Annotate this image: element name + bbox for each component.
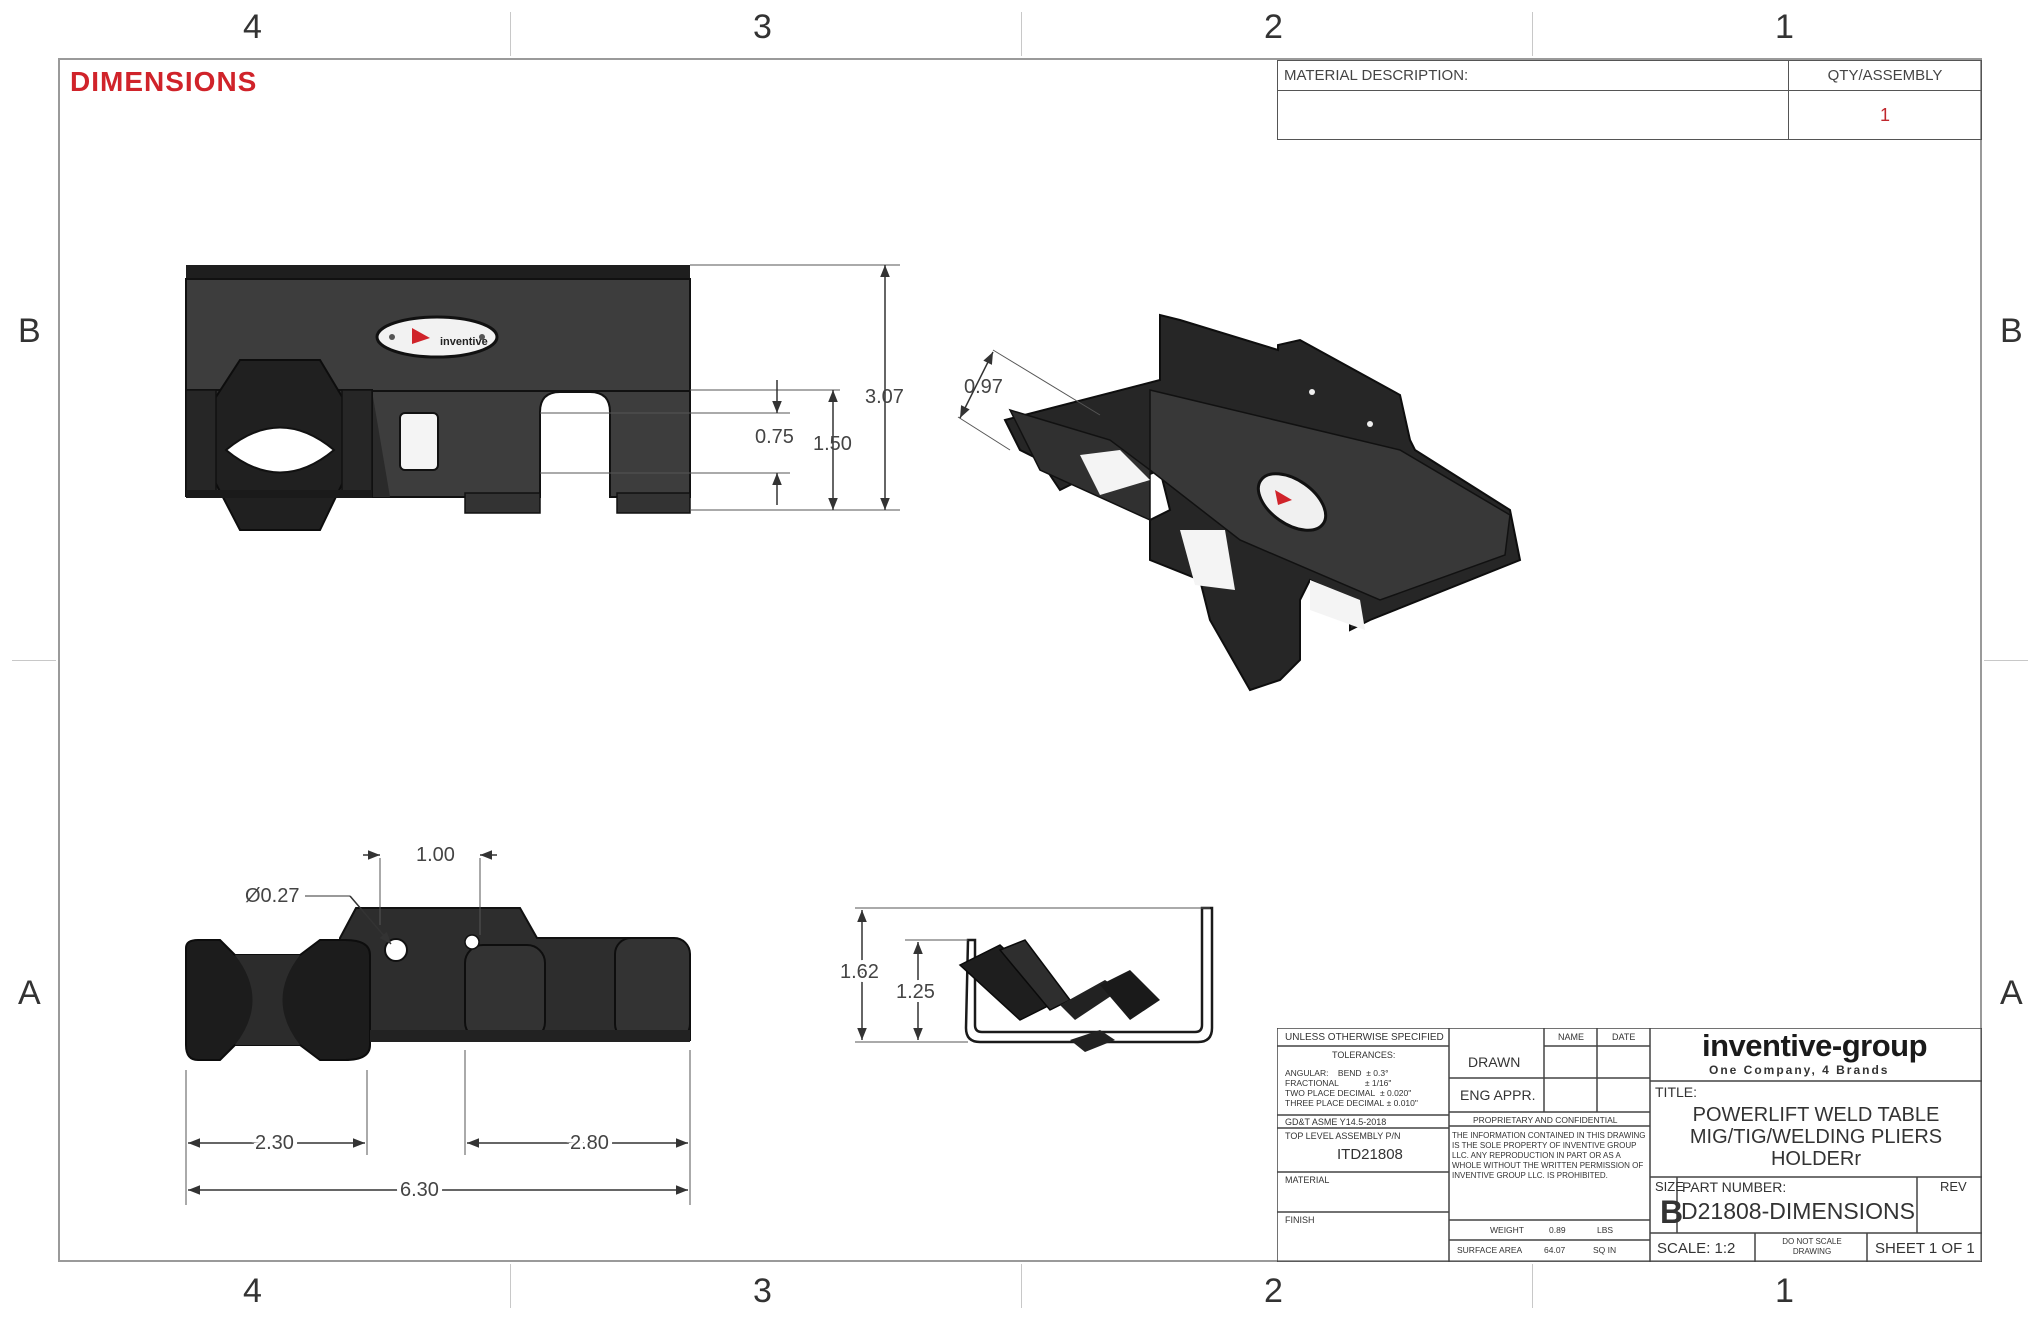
size-value: B — [1660, 1194, 1684, 1230]
proprietary-label: PROPRIETARY AND CONFIDENTIAL — [1473, 1115, 1618, 1125]
title-line-3: HOLDERr — [1770, 1148, 1861, 1170]
scale-value: SCALE: 1:2 — [1657, 1240, 1736, 1257]
dim-side-1-25: 1.25 — [896, 981, 935, 1003]
zone-tick — [1984, 660, 2028, 661]
zone-bottom-2: 2 — [1264, 1272, 1283, 1310]
side-view — [855, 906, 1214, 1052]
eng-appr-label: ENG APPR. — [1460, 1087, 1536, 1103]
title-line-2: MIG/TIG/WELDING PLIERS — [1689, 1126, 1943, 1148]
zone-bottom-1: 1 — [1775, 1272, 1794, 1310]
dim-top-1-00: 1.00 — [416, 844, 455, 866]
zone-top-4: 4 — [243, 8, 262, 46]
finish-label: FINISH — [1285, 1215, 1315, 1225]
part-number-label: PART NUMBER: — [1682, 1179, 1787, 1195]
zone-tick — [1021, 12, 1022, 56]
drawing-title: POWERLIFT WELD TABLE MIG/TIG/WELDING PLI… — [1650, 1104, 1982, 1170]
svg-text:inventive: inventive — [440, 336, 488, 348]
gdt-standard: GD&T ASME Y14.5-2018 — [1285, 1117, 1387, 1127]
sheet-label: DIMENSIONS — [70, 66, 258, 97]
zone-tick — [1532, 1264, 1533, 1308]
surface-area-unit: SQ IN — [1593, 1245, 1617, 1255]
isometric-view — [957, 313, 1522, 692]
qty-header: QTY/ASSEMBLY — [1788, 60, 1982, 91]
zone-tick — [510, 1264, 511, 1308]
zone-left-a: A — [18, 974, 41, 1012]
unless-specified: UNLESS OTHERWISE SPECIFIED — [1285, 1032, 1444, 1043]
dim-hole-0-27: Ø0.27 — [245, 885, 299, 907]
qty-value: 1 — [1788, 90, 1982, 140]
dim-side-1-62: 1.62 — [840, 961, 879, 983]
date-header: DATE — [1612, 1032, 1636, 1042]
tol-three-place: THREE PLACE DECIMAL ± 0.010" — [1285, 1098, 1418, 1108]
dim-front-3-07: 3.07 — [865, 386, 904, 408]
tolerances-label: TOLERANCES: — [1332, 1050, 1396, 1060]
front-view: inventive — [185, 264, 900, 531]
zone-right-a: A — [2000, 974, 2023, 1012]
zone-left-b: B — [18, 312, 41, 350]
dim-left-2-30: 2.30 — [255, 1132, 294, 1154]
tol-angular: ANGULAR: BEND ± 0.3° — [1285, 1068, 1389, 1078]
name-header: NAME — [1558, 1032, 1585, 1042]
title-block: UNLESS OTHERWISE SPECIFIED TOLERANCES: A… — [1277, 1028, 1982, 1262]
material-description-header: MATERIAL DESCRIPTION: — [1277, 60, 1789, 91]
company-logo: inventive-group — [1702, 1028, 1928, 1063]
part-number-value: D21808-DIMENSIONS — [1681, 1198, 1915, 1224]
weight-value: 0.89 — [1549, 1225, 1566, 1235]
top-view — [185, 850, 691, 1205]
tol-two-place: TWO PLACE DECIMAL ± 0.020" — [1285, 1088, 1412, 1098]
top-level-value: ITD21808 — [1337, 1146, 1403, 1163]
surface-area-label: SURFACE AREA — [1457, 1245, 1523, 1255]
zone-right-b: B — [2000, 312, 2023, 350]
zone-bottom-3: 3 — [753, 1272, 772, 1310]
material-description-value — [1277, 90, 1789, 140]
company-tagline: One Company, 4 Brands — [1709, 1063, 1890, 1077]
zone-tick — [12, 660, 56, 661]
dim-iso-0-97: 0.97 — [964, 376, 1003, 398]
do-not-scale: DO NOT SCALE DRAWING — [1782, 1237, 1842, 1256]
zone-tick — [510, 12, 511, 56]
title-label: TITLE: — [1655, 1084, 1698, 1100]
weight-label: WEIGHT — [1490, 1225, 1524, 1235]
drawn-label: DRAWN — [1468, 1054, 1521, 1070]
drawing-border — [58, 58, 1982, 1262]
confidential-text: THE INFORMATION CONTAINED IN THIS DRAWIN… — [1452, 1131, 1646, 1180]
tol-fractional: FRACTIONAL ± 1/16" — [1285, 1078, 1392, 1088]
top-level-label: TOP LEVEL ASSEMBLY P/N — [1285, 1131, 1401, 1141]
size-label: SIZE — [1655, 1179, 1684, 1194]
title-line-1: POWERLIFT WELD TABLE — [1692, 1104, 1940, 1126]
dim-front-1-50: 1.50 — [813, 433, 852, 455]
surface-area-value: 64.07 — [1544, 1245, 1566, 1255]
weight-unit: LBS — [1597, 1225, 1614, 1235]
sheet-number: SHEET 1 OF 1 — [1875, 1240, 1975, 1257]
dim-right-2-80: 2.80 — [570, 1132, 609, 1154]
zone-top-1: 1 — [1775, 8, 1794, 46]
zone-top-3: 3 — [753, 8, 772, 46]
zone-top-2: 2 — [1264, 8, 1283, 46]
bom-table: MATERIAL DESCRIPTION: QTY/ASSEMBLY 1 — [1277, 60, 1982, 140]
zone-tick — [1532, 12, 1533, 56]
dim-overall-6-30: 6.30 — [400, 1179, 439, 1201]
zone-bottom-4: 4 — [243, 1272, 262, 1310]
dim-front-0-75: 0.75 — [755, 426, 794, 448]
rev-label: REV — [1940, 1179, 1967, 1194]
material-label: MATERIAL — [1285, 1175, 1330, 1185]
zone-tick — [1021, 1264, 1022, 1308]
